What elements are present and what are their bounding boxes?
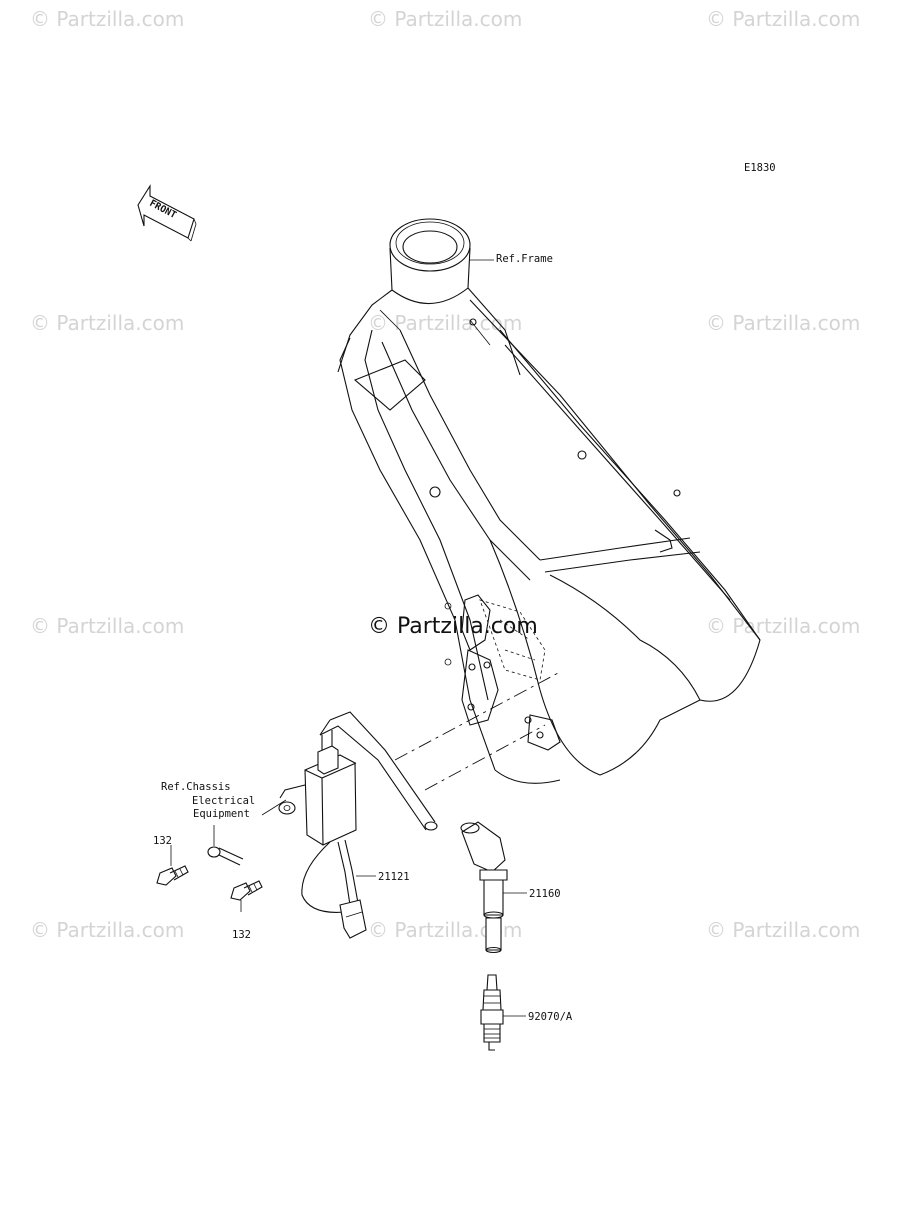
ref-chassis-label-equipment: Equipment — [193, 808, 250, 820]
ref-chassis-label-electrical: Electrical — [192, 795, 255, 807]
watermark: © Partzilla.com — [30, 311, 184, 335]
spark-plug-cap-part — [460, 821, 508, 954]
watermark: © Partzilla.com — [706, 614, 860, 638]
center-watermark: © Partzilla.com — [368, 614, 538, 639]
frame-drawing — [337, 218, 761, 784]
watermark: © Partzilla.com — [30, 918, 184, 942]
watermark: © Partzilla.com — [706, 311, 860, 335]
diagram-code: E1830 — [744, 162, 776, 174]
ref-frame-label: Ref.Frame — [496, 253, 553, 265]
watermark: © Partzilla.com — [368, 7, 522, 31]
ground-terminal-part — [207, 825, 244, 866]
part-number-21121: 21121 — [378, 871, 410, 883]
part-number-92070-a: 92070/A — [528, 1011, 573, 1023]
front-arrow-icon: FRONT — [137, 184, 197, 242]
watermark: © Partzilla.com — [30, 7, 184, 31]
ignition-coil-part — [278, 711, 438, 939]
part-number-21160: 21160 — [529, 888, 561, 900]
watermark: © Partzilla.com — [30, 614, 184, 638]
leader-lines — [170, 259, 527, 1017]
watermark: © Partzilla.com — [368, 311, 522, 335]
spark-plug-part — [480, 974, 504, 1051]
watermark: © Partzilla.com — [706, 918, 860, 942]
watermark-grid: © Partzilla.com © Partzilla.com © Partzi… — [30, 7, 860, 942]
front-label: FRONT — [148, 198, 179, 221]
part-number-132-top: 132 — [153, 835, 172, 847]
ref-chassis-label: Ref.Chassis — [161, 781, 231, 793]
bolt-132-left — [156, 865, 189, 886]
bolt-132-right — [230, 880, 263, 901]
watermark: © Partzilla.com — [706, 7, 860, 31]
part-number-132-bottom: 132 — [232, 929, 251, 941]
